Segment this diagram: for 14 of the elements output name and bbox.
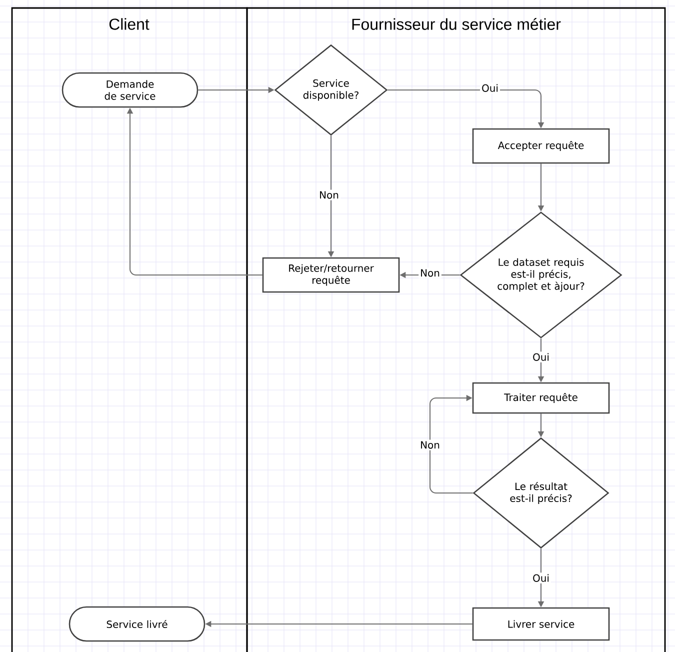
node-label: Service livré <box>106 620 168 628</box>
terminal-box: Service livré <box>68 606 206 642</box>
edge-label: Oui <box>531 572 551 584</box>
terminal-box: Demande de service <box>62 72 198 108</box>
process-box: Traiter requête <box>472 382 610 414</box>
edge-label: Non <box>418 268 442 278</box>
edge-label: Non <box>418 440 442 450</box>
arrow <box>430 394 474 494</box>
edge-label: Non <box>318 190 340 200</box>
process-box: Rejeter/retourner requête <box>262 257 400 293</box>
process-box: Accepter requête <box>472 128 610 164</box>
process-box: Livrer service <box>472 607 610 641</box>
edge-label: Oui <box>531 352 551 362</box>
edge-label: Oui <box>480 82 500 94</box>
